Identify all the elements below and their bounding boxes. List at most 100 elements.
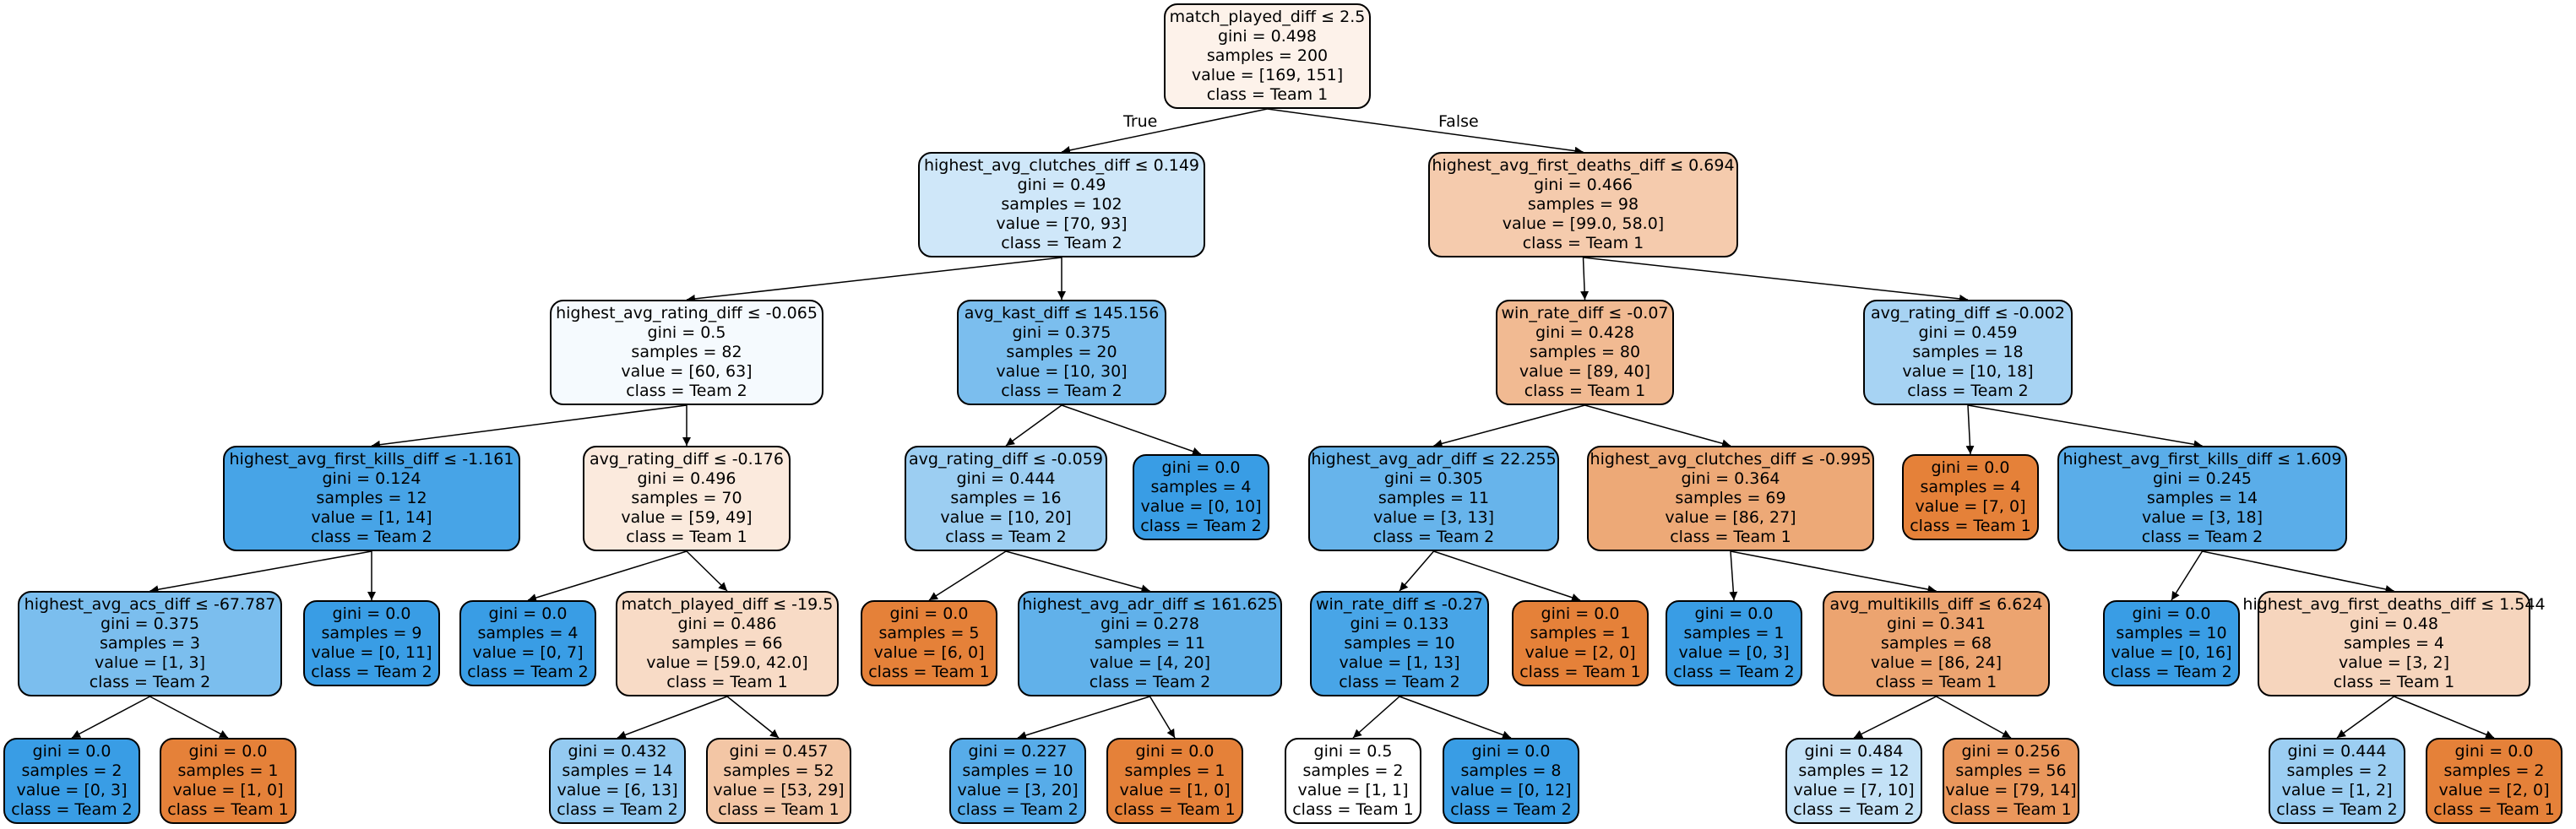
node-line: avg_multikills_diff ≤ 6.624 (1829, 595, 2043, 614)
node-line: gini = 0.5 (1313, 742, 1393, 761)
edge-n20-n32 (1583, 257, 1969, 303)
node-line: gini = 0.0 (188, 742, 268, 761)
node-line: value = [1, 3] (95, 653, 205, 672)
node-line: samples = 16 (950, 489, 1062, 507)
node-line: avg_rating_diff ≤ -0.176 (590, 450, 784, 469)
node-line: samples = 11 (1378, 489, 1490, 507)
node-line: samples = 1 (1124, 761, 1226, 780)
edge-n8-n10 (686, 550, 728, 592)
node-line: class = Team 1 (666, 673, 788, 691)
edge-n4-n5 (71, 696, 150, 739)
node-line: gini = 0.444 (2287, 742, 2387, 761)
edge-n34-n36 (2202, 550, 2394, 593)
node-line: samples = 98 (1527, 195, 1639, 214)
node-line: samples = 80 (1529, 343, 1641, 361)
node-line: gini = 0.428 (1535, 323, 1635, 342)
edge-n10-n11 (617, 696, 728, 740)
node-line: class = Team 1 (2333, 673, 2455, 691)
node-line: highest_avg_adr_diff ≤ 22.255 (1311, 450, 1557, 469)
node-line: highest_avg_first_kills_diff ≤ -1.161 (229, 450, 514, 469)
node-line: class = Team 2 (1001, 234, 1122, 252)
edge-n23-n24 (1352, 696, 1400, 739)
node-line: gini = 0.375 (1012, 323, 1111, 342)
node-line: samples = 56 (1955, 761, 2067, 780)
node-line: value = [53, 29] (713, 781, 845, 799)
node-line: class = Team 1 (2433, 800, 2555, 819)
node-line: value = [0, 3] (1678, 643, 1790, 662)
node-line: class = Team 2 (1450, 800, 1572, 819)
node-line: class = Team 1 (1910, 517, 2031, 535)
node-line: class = Team 1 (1519, 663, 1641, 681)
node-line: class = Team 2 (1673, 663, 1795, 681)
node-line: win_rate_diff ≤ -0.27 (1315, 595, 1484, 614)
node-line: samples = 2 (21, 761, 122, 780)
node-line: highest_avg_clutches_diff ≤ -0.995 (1590, 450, 1872, 469)
node-line: value = [1, 13] (1339, 653, 1460, 672)
node-line: samples = 69 (1675, 489, 1786, 507)
node-line: value = [1, 14] (311, 508, 432, 527)
edge-n13-n19 (1061, 404, 1202, 456)
node-line: gini = 0.49 (1017, 176, 1106, 194)
node-line: value = [2, 0] (1524, 643, 1636, 662)
node-line: value = [2, 0] (2438, 781, 2550, 799)
node-line: gini = 0.364 (1681, 469, 1780, 488)
node-line: gini = 0.0 (2454, 742, 2534, 761)
node-line: class = Team 2 (89, 673, 211, 691)
node-line: gini = 0.341 (1886, 615, 1986, 633)
node-line: samples = 52 (723, 761, 834, 780)
node-line: samples = 3 (99, 634, 201, 653)
node-line: gini = 0.457 (729, 742, 829, 761)
node-line: value = [0, 12] (1450, 781, 1572, 799)
node-line: match_played_diff ≤ -19.5 (621, 595, 834, 614)
node-line: highest_avg_first_deaths_diff ≤ 1.544 (2242, 595, 2546, 614)
edge-n21-n27 (1584, 404, 1731, 448)
node-line: gini = 0.305 (1383, 469, 1484, 488)
node-line: gini = 0.278 (1100, 615, 1200, 633)
node-line: value = [86, 24] (1870, 653, 2003, 672)
node-line: match_played_diff ≤ 2.5 (1169, 8, 1366, 26)
node-line: samples = 1 (1530, 624, 1631, 642)
node-line: class = Team 2 (1140, 517, 1262, 535)
node-line: gini = 0.245 (2152, 469, 2253, 488)
node-line: class = Team 2 (557, 800, 678, 819)
node-line: value = [3, 13] (1372, 508, 1495, 527)
edge-n36-n38 (2394, 696, 2495, 739)
edge-n32-n34 (1967, 404, 2203, 449)
node-line: gini = 0.496 (637, 469, 736, 488)
node-line: samples = 70 (631, 489, 742, 507)
edge-label-true: True (1123, 112, 1158, 131)
node-line: samples = 2 (1302, 761, 1404, 780)
node-line: value = [0, 10] (1140, 497, 1262, 516)
node-line: class = Team 1 (1524, 382, 1646, 400)
edge-n13-n14 (1005, 404, 1062, 447)
node-line: value = [10, 18] (1902, 362, 2034, 381)
node-line: class = Team 2 (1907, 382, 2029, 400)
edge-n8-n9 (527, 550, 687, 602)
node-line: class = Team 1 (1522, 234, 1644, 252)
node-line: class = Team 2 (1793, 800, 1915, 819)
node-line: gini = 0.486 (677, 615, 777, 633)
node-line: value = [4, 20] (1089, 653, 1211, 672)
node-line: class = Team 2 (11, 800, 133, 819)
node-line: class = Team 1 (626, 528, 747, 546)
